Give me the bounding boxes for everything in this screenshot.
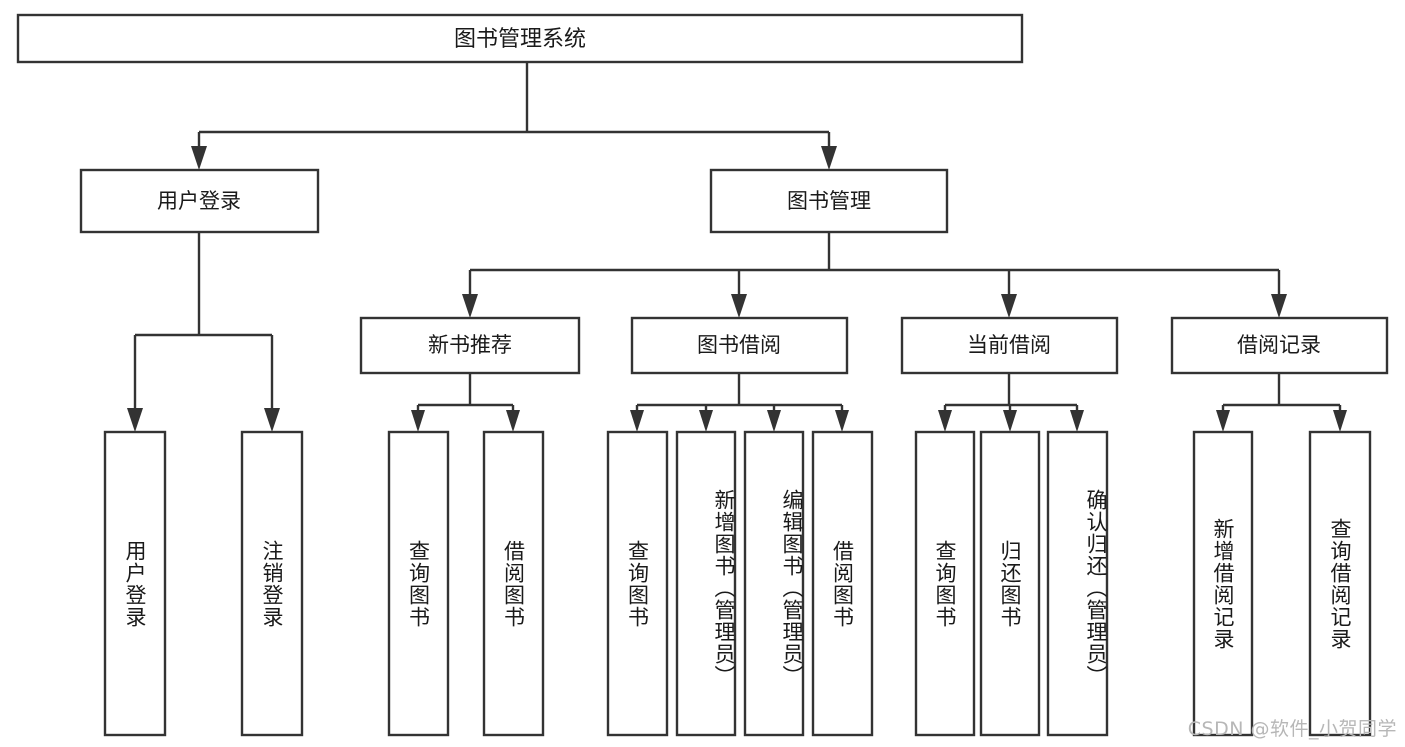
- node-borrow-record-box[interactable]: [1170, 316, 1389, 375]
- node-user-login[interactable]: 用户登录: [79, 168, 320, 234]
- node-new-book-recommend[interactable]: 新书推荐: [359, 316, 581, 375]
- arrow-head-nbr-leaf-2: [506, 410, 520, 432]
- arrow-head-bb-leaf-4: [835, 410, 849, 432]
- edge-group-new-book-rec-to-leaves: [411, 373, 520, 432]
- edge-group-book-manage-to-level2: [462, 232, 1287, 318]
- node-new-book-recommend-label: 新书推荐: [428, 333, 512, 357]
- leaf-box-cb-query-book[interactable]: [914, 430, 976, 737]
- leaf-box-nbr-query-book[interactable]: [387, 430, 450, 737]
- arrow-head-to-user-login: [191, 146, 207, 170]
- arrow-head-bb-leaf-2: [699, 410, 713, 432]
- node-root[interactable]: 图书管理系统: [16, 13, 1024, 64]
- arrow-head-bb-leaf-3: [767, 410, 781, 432]
- watermark-text: CSDN @软件_小贺同学: [1187, 718, 1397, 740]
- node-user-login-label: 用户登录: [157, 189, 241, 213]
- arrow-head-new-book-rec: [462, 294, 478, 318]
- edge-group-root-to-level1: [191, 62, 837, 170]
- arrow-head-to-book-manage: [821, 146, 837, 170]
- arrow-head-cb-leaf-3: [1070, 410, 1084, 432]
- leaf-box-logout[interactable]: [240, 430, 304, 737]
- leaf-box-bb-add-book-admin[interactable]: [675, 430, 737, 737]
- arrow-head-leaf-user-login: [127, 408, 143, 432]
- node-current-borrow-box[interactable]: [900, 316, 1119, 375]
- node-current-borrow-label: 当前借阅: [967, 333, 1051, 357]
- node-user-login-box[interactable]: [79, 168, 320, 234]
- node-root-label: 图书管理系统: [454, 27, 586, 52]
- arrow-head-current-borrow: [1001, 294, 1017, 318]
- arrow-head-br-leaf-2: [1333, 410, 1347, 432]
- arrow-head-bb-leaf-1: [630, 410, 644, 432]
- leaf-box-bb-edit-book-admin[interactable]: [743, 430, 805, 737]
- node-book-borrow-box[interactable]: [630, 316, 849, 375]
- edge-group-book-borrow-to-leaves: [630, 373, 849, 432]
- leaf-box-cb-confirm-return-admin[interactable]: [1046, 430, 1109, 737]
- node-book-manage-label: 图书管理: [787, 189, 871, 213]
- arrow-head-cb-leaf-1: [938, 410, 952, 432]
- leaf-box-user-login[interactable]: [103, 430, 167, 737]
- arrow-head-br-leaf-1: [1216, 410, 1230, 432]
- node-book-manage-box[interactable]: [709, 168, 949, 234]
- arrow-head-cb-leaf-2: [1003, 410, 1017, 432]
- node-borrow-record[interactable]: 借阅记录: [1170, 316, 1389, 375]
- arrow-head-borrow-record: [1271, 294, 1287, 318]
- edge-group-current-borrow-to-leaves: [938, 373, 1084, 432]
- arrow-head-leaf-logout: [264, 408, 280, 432]
- leaf-box-cb-return-book[interactable]: [979, 430, 1041, 737]
- node-root-box[interactable]: [16, 13, 1024, 64]
- node-new-book-recommend-box[interactable]: [359, 316, 581, 375]
- leaf-box-br-query-record[interactable]: [1308, 430, 1372, 737]
- leaf-box-bb-query-book[interactable]: [606, 430, 669, 737]
- edge-group-user-login-to-leaves: [127, 232, 280, 432]
- edge-group-borrow-record-to-leaves: [1216, 373, 1347, 432]
- leaf-box-nbr-borrow-book[interactable]: [482, 430, 545, 737]
- arrow-head-book-borrow: [731, 294, 747, 318]
- node-book-borrow-label: 图书借阅: [697, 333, 781, 357]
- node-book-manage[interactable]: 图书管理: [709, 168, 949, 234]
- leaf-box-br-add-record[interactable]: [1192, 430, 1254, 737]
- node-borrow-record-label: 借阅记录: [1237, 333, 1321, 357]
- node-book-borrow[interactable]: 图书借阅: [630, 316, 849, 375]
- node-current-borrow[interactable]: 当前借阅: [900, 316, 1119, 375]
- leaf-box-bb-borrow-book[interactable]: [811, 430, 874, 737]
- arrow-head-nbr-leaf-1: [411, 410, 425, 432]
